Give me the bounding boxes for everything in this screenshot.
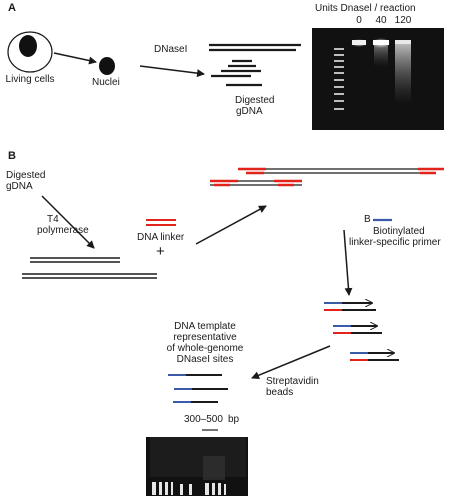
arrow-to-template xyxy=(251,345,331,380)
primer-extended-products xyxy=(324,303,399,361)
dna-linker-icon xyxy=(146,219,176,226)
arrow-to-primer-extension xyxy=(343,229,353,296)
units-header: Units Dnasel / reaction xyxy=(315,3,416,14)
biotin-label-2: linker-specific primer xyxy=(349,237,441,248)
biotin-label-1: Biotinylated xyxy=(373,226,425,237)
template-label-4: DNaseI sites xyxy=(176,354,234,365)
arrow-nuclei-to-digest xyxy=(139,65,205,78)
linker-ligated-fragments xyxy=(210,167,444,187)
panel-a-label: A xyxy=(8,2,16,14)
template-label-3: of whole-genome xyxy=(166,343,244,354)
nucleus-icon xyxy=(99,57,115,75)
dna-linker-label: DNA linker xyxy=(137,232,185,243)
streptavidin-label-1: Streptavidin xyxy=(266,376,319,387)
lane-label-0: 0 xyxy=(356,15,362,26)
t4-label-2: polymerase xyxy=(37,225,89,236)
template-label-2: representative xyxy=(173,332,237,343)
t4-label-1: T4 xyxy=(47,214,59,225)
digested-label-a-2: gDNA xyxy=(236,106,263,117)
arrow-linker-to-ligated xyxy=(195,205,267,245)
gel-image-a xyxy=(312,28,444,130)
size-unit-label: bp xyxy=(228,414,240,425)
nuclei-label: Nuclei xyxy=(92,77,120,88)
gel-image-b xyxy=(146,437,248,496)
digested-label-b-2: gDNA xyxy=(6,181,33,192)
lane-label-120: 120 xyxy=(394,15,412,26)
living-cell-icon xyxy=(7,31,53,73)
template-label-1: DNA template xyxy=(174,321,236,332)
captured-dna-template xyxy=(168,374,228,403)
streptavidin-label-2: beads xyxy=(266,387,294,398)
size-range-label: 300–500 xyxy=(184,414,223,425)
blunt-dna-fragments xyxy=(22,257,157,279)
digested-label-a-1: Digested xyxy=(235,95,275,106)
arrow-cells-to-nuclei xyxy=(53,52,97,65)
dnase-label: DNaseI xyxy=(154,44,188,55)
plus-sign: + xyxy=(156,243,165,260)
arrow-digested-to-t4 xyxy=(41,195,95,249)
digested-gdna-fragments xyxy=(209,43,301,87)
living-cells-label: Living cells xyxy=(5,74,55,85)
biotin-b-marker: B xyxy=(364,214,371,225)
panel-b-label: B xyxy=(8,150,16,162)
lane-label-40: 40 xyxy=(375,15,387,26)
digested-label-b-1: Digested xyxy=(6,170,46,181)
